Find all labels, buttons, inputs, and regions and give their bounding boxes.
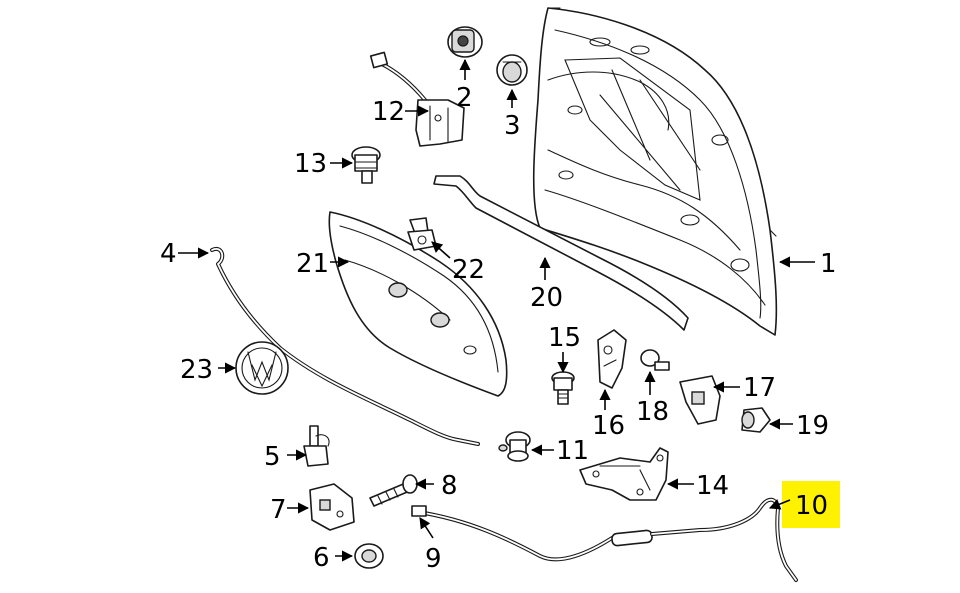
part-18-stud: [640, 349, 670, 371]
callout-10: 10: [795, 491, 828, 521]
part-5-lock-pin: [303, 425, 330, 467]
part-17-latch: [679, 375, 721, 425]
part-9-10-release-cable: [411, 497, 798, 582]
callout-11: 11: [556, 436, 589, 466]
part-20-seal: [433, 175, 689, 331]
callout-16: 16: [592, 411, 625, 441]
callout-13: 13: [294, 149, 327, 179]
callout-8: 8: [441, 471, 458, 501]
callout-4: 4: [160, 239, 177, 269]
part-16-bracket: [597, 329, 627, 389]
callout-20: 20: [530, 283, 563, 313]
callout-9: 9: [425, 544, 442, 574]
callout-3: 3: [504, 111, 521, 141]
part-11-grommet: [498, 431, 531, 462]
part-8-bolt: [369, 474, 418, 507]
callout-23: 23: [180, 355, 213, 385]
callout-12: 12: [372, 97, 405, 127]
part-13-bolt: [351, 146, 381, 184]
callout-14: 14: [696, 471, 729, 501]
hood-panel: [532, 7, 778, 336]
part-2-bumper-stop: [447, 26, 483, 58]
part-14-hinge: [579, 447, 669, 501]
callout-7: 7: [270, 495, 287, 525]
part-15-bolt: [551, 371, 575, 405]
part-4-support-rod: [210, 246, 480, 446]
part-23-emblem: [235, 341, 289, 395]
callout-labels: 1 2 3 4 5 6 7 8 9 10 11 12 13 14 15 16 1…: [160, 83, 837, 574]
callout-1: 1: [820, 249, 837, 279]
callout-5: 5: [264, 442, 281, 472]
part-22-clip: [407, 217, 437, 251]
callout-2: 2: [456, 83, 473, 113]
callout-21: 21: [296, 249, 329, 279]
part-21-insulation-pad: [328, 211, 508, 397]
part-6-grommet: [354, 543, 384, 569]
callout-6: 6: [313, 543, 330, 573]
part-19-buffer: [741, 407, 771, 433]
callout-19: 19: [796, 411, 829, 441]
part-3-grommet: [496, 54, 528, 86]
callout-17: 17: [743, 373, 776, 403]
callout-10-highlight: [782, 481, 840, 528]
callout-18: 18: [636, 397, 669, 427]
callout-22: 22: [452, 255, 485, 285]
part-7-lock: [309, 483, 355, 531]
callout-15: 15: [548, 323, 581, 353]
leader-lines: [178, 58, 815, 562]
